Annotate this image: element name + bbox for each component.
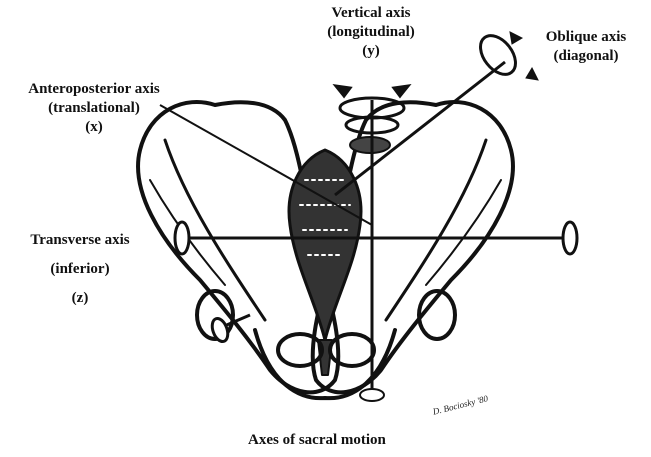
transverse-axis (175, 222, 577, 254)
oblique-axis-title: Oblique axis (526, 28, 646, 47)
transverse-axis-subtitle: (inferior) (10, 255, 150, 284)
anteroposterior-axis-letter: (x) (4, 118, 184, 137)
oblique-axis-label: Oblique axis (diagonal) (526, 28, 646, 66)
anteroposterior-axis-subtitle: (translational) (4, 99, 184, 118)
transverse-axis-label: Transverse axis (inferior) (z) (10, 226, 150, 313)
oblique-axis-subtitle: (diagonal) (526, 47, 646, 66)
sacrum (289, 150, 361, 340)
anteroposterior-axis-title: Anteroposterior axis (4, 80, 184, 99)
figure-caption: Axes of sacral motion (248, 432, 386, 449)
lumbar-vertebra (350, 137, 390, 153)
transverse-axis-letter: (z) (10, 284, 150, 313)
vertical-axis-label: Vertical axis (longitudinal) (y) (296, 4, 446, 61)
vertical-axis-subtitle: (longitudinal) (296, 23, 446, 42)
anteroposterior-axis-label: Anteroposterior axis (translational) (x) (4, 80, 184, 137)
transverse-axis-title: Transverse axis (10, 226, 150, 255)
left-obturator-foramen (278, 334, 322, 366)
vertical-axis-letter: (y) (296, 42, 446, 61)
vertical-axis-title: Vertical axis (296, 4, 446, 23)
